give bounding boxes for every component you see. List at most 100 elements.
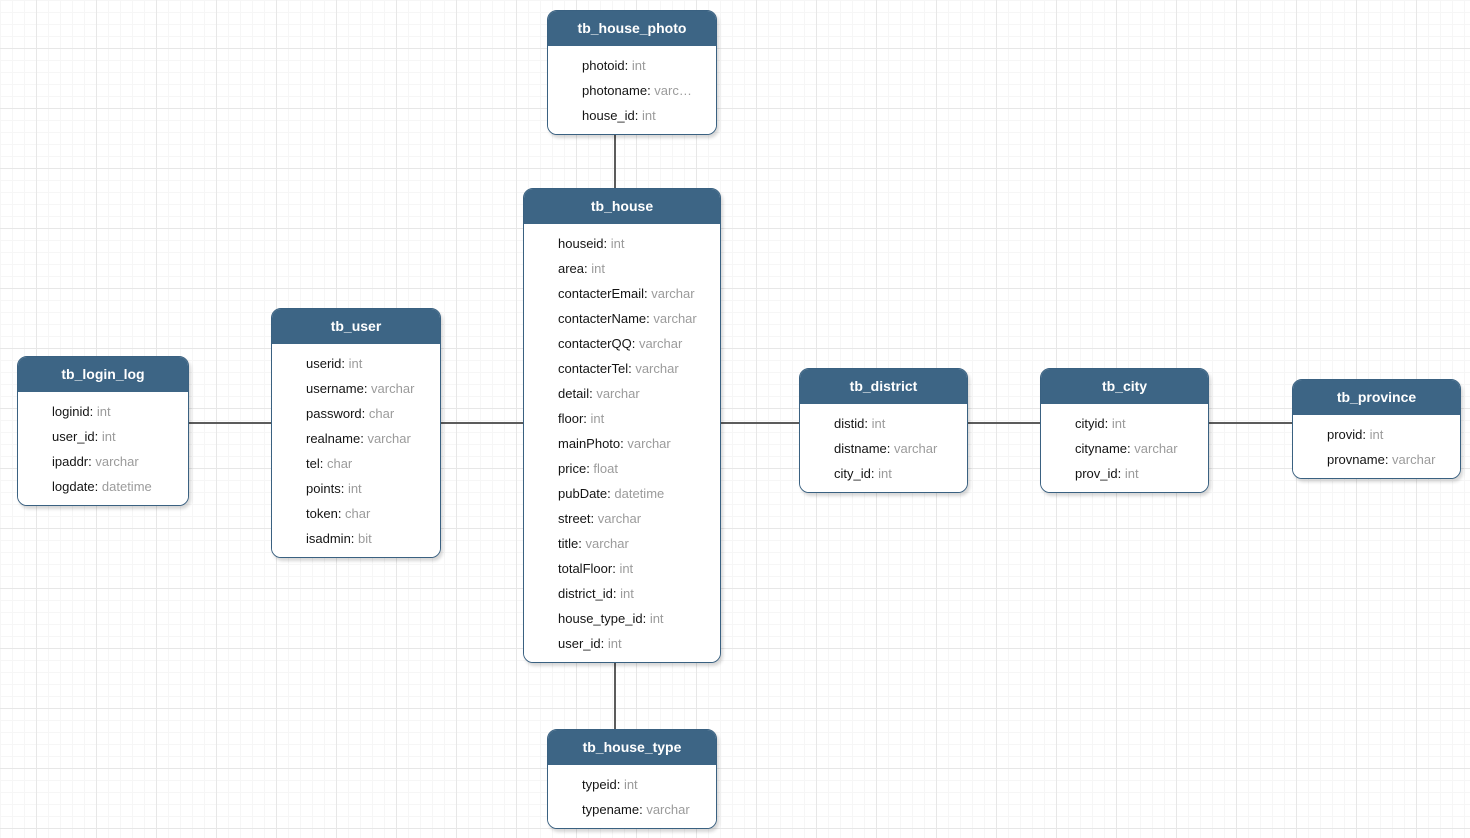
field-row[interactable]: points: int (306, 476, 430, 501)
field-row[interactable]: cityname: varchar (1075, 436, 1198, 461)
field-row[interactable]: contacterEmail: varchar (558, 281, 710, 306)
field-row[interactable]: cityid: int (1075, 411, 1198, 436)
field-name: house_id (582, 108, 635, 123)
field-type: int (620, 586, 634, 601)
field-row[interactable]: provname: varchar (1327, 447, 1450, 472)
entity-title[interactable]: tb_house (524, 189, 720, 224)
field-separator: : (589, 386, 597, 401)
field-type: varchar (893, 441, 938, 456)
field-row[interactable]: loginid: int (52, 399, 178, 424)
field-name: contacterTel (558, 361, 629, 376)
field-name: provname (1327, 452, 1385, 467)
entity-title[interactable]: tb_province (1293, 380, 1460, 415)
field-row[interactable]: isadmin: bit (306, 526, 430, 551)
field-type: int (347, 481, 362, 496)
field-row[interactable]: userid: int (306, 351, 430, 376)
field-row[interactable]: prov_id: int (1075, 461, 1198, 486)
connector-district-to-city[interactable] (963, 422, 1047, 424)
field-row[interactable]: photoid: int (582, 53, 706, 78)
field-row[interactable]: logdate: datetime (52, 474, 178, 499)
field-type: int (631, 58, 646, 73)
field-row[interactable]: contacterTel: varchar (558, 356, 710, 381)
entity-tb-province[interactable]: tb_province provid: int provname: varcha… (1292, 379, 1461, 479)
field-row[interactable]: typeid: int (582, 772, 706, 797)
field-name: title (558, 536, 579, 551)
field-row[interactable]: district_id: int (558, 581, 710, 606)
entity-title[interactable]: tb_house_photo (548, 11, 716, 46)
field-row[interactable]: username: varchar (306, 376, 430, 401)
entity-field-list: photoid: int photoname: varc… house_id: … (548, 46, 716, 134)
entity-title[interactable]: tb_district (800, 369, 967, 404)
field-separator: : (363, 381, 372, 396)
field-type: int (1111, 416, 1126, 431)
field-separator: : (586, 461, 594, 476)
field-separator: : (1127, 441, 1135, 456)
field-row[interactable]: house_id: int (582, 103, 706, 128)
field-name: area (558, 261, 585, 276)
entity-tb-house-type[interactable]: tb_house_type typeid: int typename: varc… (547, 729, 717, 829)
field-type: varchar (653, 311, 697, 326)
field-row[interactable]: contacterQQ: varchar (558, 331, 710, 356)
field-separator: : (590, 511, 598, 526)
field-row[interactable]: password: char (306, 401, 430, 426)
field-row[interactable]: realname: varchar (306, 426, 430, 451)
field-row[interactable]: token: char (306, 501, 430, 526)
field-row[interactable]: mainPhoto: varchar (558, 431, 710, 456)
field-separator: : (603, 236, 611, 251)
field-row[interactable]: ipaddr: varchar (52, 449, 178, 474)
field-type: int (1369, 427, 1384, 442)
connector-city-to-province[interactable] (1204, 422, 1299, 424)
entity-tb-city[interactable]: tb_city cityid: int cityname: varchar pr… (1040, 368, 1209, 493)
field-row[interactable]: street: varchar (558, 506, 710, 531)
field-name: street (558, 511, 591, 526)
field-name: tel (306, 456, 320, 471)
field-type: int (623, 777, 638, 792)
field-row[interactable]: user_id: int (558, 631, 710, 656)
entity-title[interactable]: tb_user (272, 309, 440, 344)
entity-tb-user[interactable]: tb_user userid: int username: varchar pa… (271, 308, 441, 558)
field-row[interactable]: totalFloor: int (558, 556, 710, 581)
entity-tb-house[interactable]: tb_house houseid: int area: int contacte… (523, 188, 721, 663)
field-row[interactable]: floor: int (558, 406, 710, 431)
field-row[interactable]: provid: int (1327, 422, 1450, 447)
field-row[interactable]: houseid: int (558, 231, 710, 256)
field-name: distid (834, 416, 865, 431)
field-row[interactable]: city_id: int (834, 461, 957, 486)
entity-field-list: loginid: int user_id: int ipaddr: varcha… (18, 392, 188, 505)
connector-user-to-house[interactable] (437, 422, 529, 424)
entity-title[interactable]: tb_house_type (548, 730, 716, 765)
field-separator: : (1117, 466, 1125, 481)
entity-tb-district[interactable]: tb_district distid: int distname: varcha… (799, 368, 968, 493)
field-row[interactable]: area: int (558, 256, 710, 281)
field-row[interactable]: distid: int (834, 411, 957, 436)
connector-house-to-district[interactable] (716, 422, 806, 424)
entity-tb-house-photo[interactable]: tb_house_photo photoid: int photoname: v… (547, 10, 717, 135)
field-type: varchar (1392, 452, 1436, 467)
connector-house-photo-to-house[interactable] (614, 125, 616, 195)
field-row[interactable]: contacterName: varchar (558, 306, 710, 331)
connector-login-log-to-user[interactable] (185, 422, 277, 424)
field-row[interactable]: price: float (558, 456, 710, 481)
field-separator: : (639, 802, 647, 817)
field-row[interactable]: detail: varchar (558, 381, 710, 406)
field-name: city_id (834, 466, 871, 481)
field-row[interactable]: user_id: int (52, 424, 178, 449)
field-type: int (607, 636, 622, 651)
entity-field-list: userid: int username: varchar password: … (272, 344, 440, 557)
field-row[interactable]: typename: varchar (582, 797, 706, 822)
entity-tb-login-log[interactable]: tb_login_log loginid: int user_id: int i… (17, 356, 189, 506)
entity-title[interactable]: tb_city (1041, 369, 1208, 404)
field-row[interactable]: tel: char (306, 451, 430, 476)
field-name: district_id (558, 586, 613, 601)
connector-house-to-house-type[interactable] (614, 658, 616, 736)
field-separator: : (631, 336, 639, 351)
field-row[interactable]: title: varchar (558, 531, 710, 556)
field-row[interactable]: house_type_id: int (558, 606, 710, 631)
field-name: provid (1327, 427, 1363, 442)
entity-title[interactable]: tb_login_log (18, 357, 188, 392)
field-row[interactable]: photoname: varc… (582, 78, 706, 103)
field-row[interactable]: distname: varchar (834, 436, 957, 461)
field-row[interactable]: pubDate: datetime (558, 481, 710, 506)
field-separator: : (616, 777, 624, 792)
